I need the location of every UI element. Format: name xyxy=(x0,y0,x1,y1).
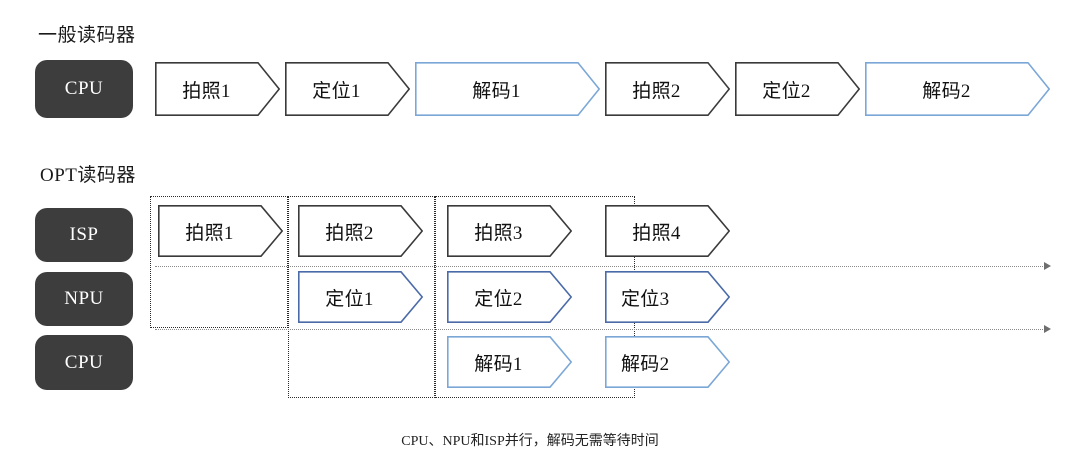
process-block-拍照4[interactable]: 拍照4 xyxy=(605,205,730,257)
chevron-outline xyxy=(865,62,1050,116)
unit-badge-label: CPU xyxy=(64,351,104,373)
process-block-解码1[interactable]: 解码1 xyxy=(447,336,572,388)
unit-badge-npu-1: NPU xyxy=(35,272,133,326)
timeline-arrow-0 xyxy=(155,262,1051,270)
chevron-outline xyxy=(415,62,600,116)
process-block-定位2[interactable]: 定位2 xyxy=(735,62,860,116)
chevron-outline xyxy=(155,62,280,116)
chevron-outline xyxy=(735,62,860,116)
section-title-0: 一般读码器 xyxy=(38,25,136,46)
process-block-定位2[interactable]: 定位2 xyxy=(447,271,572,323)
process-block-定位1[interactable]: 定位1 xyxy=(298,271,423,323)
chevron-outline xyxy=(605,271,730,323)
unit-badge-label: CPU xyxy=(64,78,104,99)
chevron-outline xyxy=(298,205,423,257)
chevron-outline xyxy=(605,205,730,257)
unit-badge-isp-1: ISP xyxy=(35,208,133,262)
unit-badge-cpu-0: CPU xyxy=(35,60,133,118)
process-block-拍照1[interactable]: 拍照1 xyxy=(155,62,280,116)
chevron-outline xyxy=(447,205,572,257)
chevron-outline xyxy=(447,271,572,323)
diagram-caption: CPU、NPU和ISP并行，解码无需等待时间 xyxy=(401,434,659,449)
process-block-解码2[interactable]: 解码2 xyxy=(605,336,730,388)
chevron-outline xyxy=(298,271,423,323)
timeline-arrowhead-icon xyxy=(1044,325,1051,333)
section-title-1: OPT读码器 xyxy=(40,165,136,186)
unit-badge-cpu-1: CPU xyxy=(35,335,133,390)
chevron-outline xyxy=(447,336,572,388)
chevron-outline xyxy=(605,62,730,116)
process-block-拍照2[interactable]: 拍照2 xyxy=(605,62,730,116)
timeline-arrow-1 xyxy=(155,325,1051,333)
timeline-arrowhead-icon xyxy=(1044,262,1051,270)
process-block-拍照2[interactable]: 拍照2 xyxy=(298,205,423,257)
process-block-解码1[interactable]: 解码1 xyxy=(415,62,600,116)
process-block-拍照1[interactable]: 拍照1 xyxy=(158,205,283,257)
chevron-outline xyxy=(158,205,283,257)
chevron-outline xyxy=(605,336,730,388)
process-block-定位3[interactable]: 定位3 xyxy=(605,271,730,323)
unit-badge-label: ISP xyxy=(69,224,99,245)
process-block-解码2[interactable]: 解码2 xyxy=(865,62,1050,116)
process-block-定位1[interactable]: 定位1 xyxy=(285,62,410,116)
chevron-outline xyxy=(285,62,410,116)
unit-badge-label: NPU xyxy=(64,288,104,309)
process-block-拍照3[interactable]: 拍照3 xyxy=(447,205,572,257)
